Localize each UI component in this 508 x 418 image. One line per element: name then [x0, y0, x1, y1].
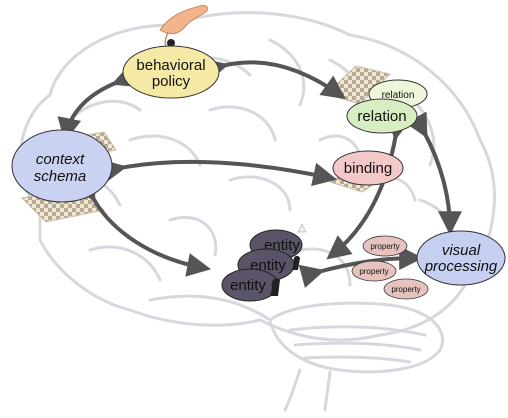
behavioral-policy-line2: policy	[152, 73, 191, 90]
context-schema-line1: context	[36, 151, 85, 168]
arrow-context-binding	[101, 159, 338, 187]
binding-label: binding	[344, 160, 392, 177]
property-3-label: property	[391, 285, 420, 294]
node-behavioral-policy: behavioral policy	[122, 45, 220, 99]
hand-icon	[159, 5, 209, 47]
relation-back-label: relation	[382, 90, 415, 101]
relation-label: relation	[357, 108, 406, 125]
node-entity-front: entity	[221, 268, 280, 302]
arrow-relation-visual	[405, 111, 462, 236]
node-binding: binding	[332, 150, 404, 186]
arrow-policy-context	[57, 64, 139, 143]
property-1-label: property	[370, 242, 399, 251]
node-property-3: property	[383, 278, 429, 300]
connection-arrows	[57, 58, 462, 288]
node-property-1: property	[362, 235, 408, 257]
node-property-2: property	[351, 260, 397, 282]
context-schema-line2: schema	[34, 168, 87, 185]
node-context-schema: context schema	[11, 129, 113, 203]
cerebellum-icon	[268, 301, 444, 412]
entity-front-label: entity	[230, 277, 266, 294]
node-visual-processing: visual processing	[416, 230, 506, 286]
property-2-label: property	[359, 267, 388, 276]
visual-processing-line2: processing	[424, 258, 498, 275]
visual-processing-line1: visual	[442, 242, 481, 259]
node-relation: relation	[346, 98, 418, 134]
behavioral-policy-line1: behavioral	[136, 57, 205, 74]
arrow-relation-entity	[326, 115, 411, 260]
arrow-context-entity	[73, 175, 212, 277]
arrow-policy-relation	[202, 58, 346, 100]
